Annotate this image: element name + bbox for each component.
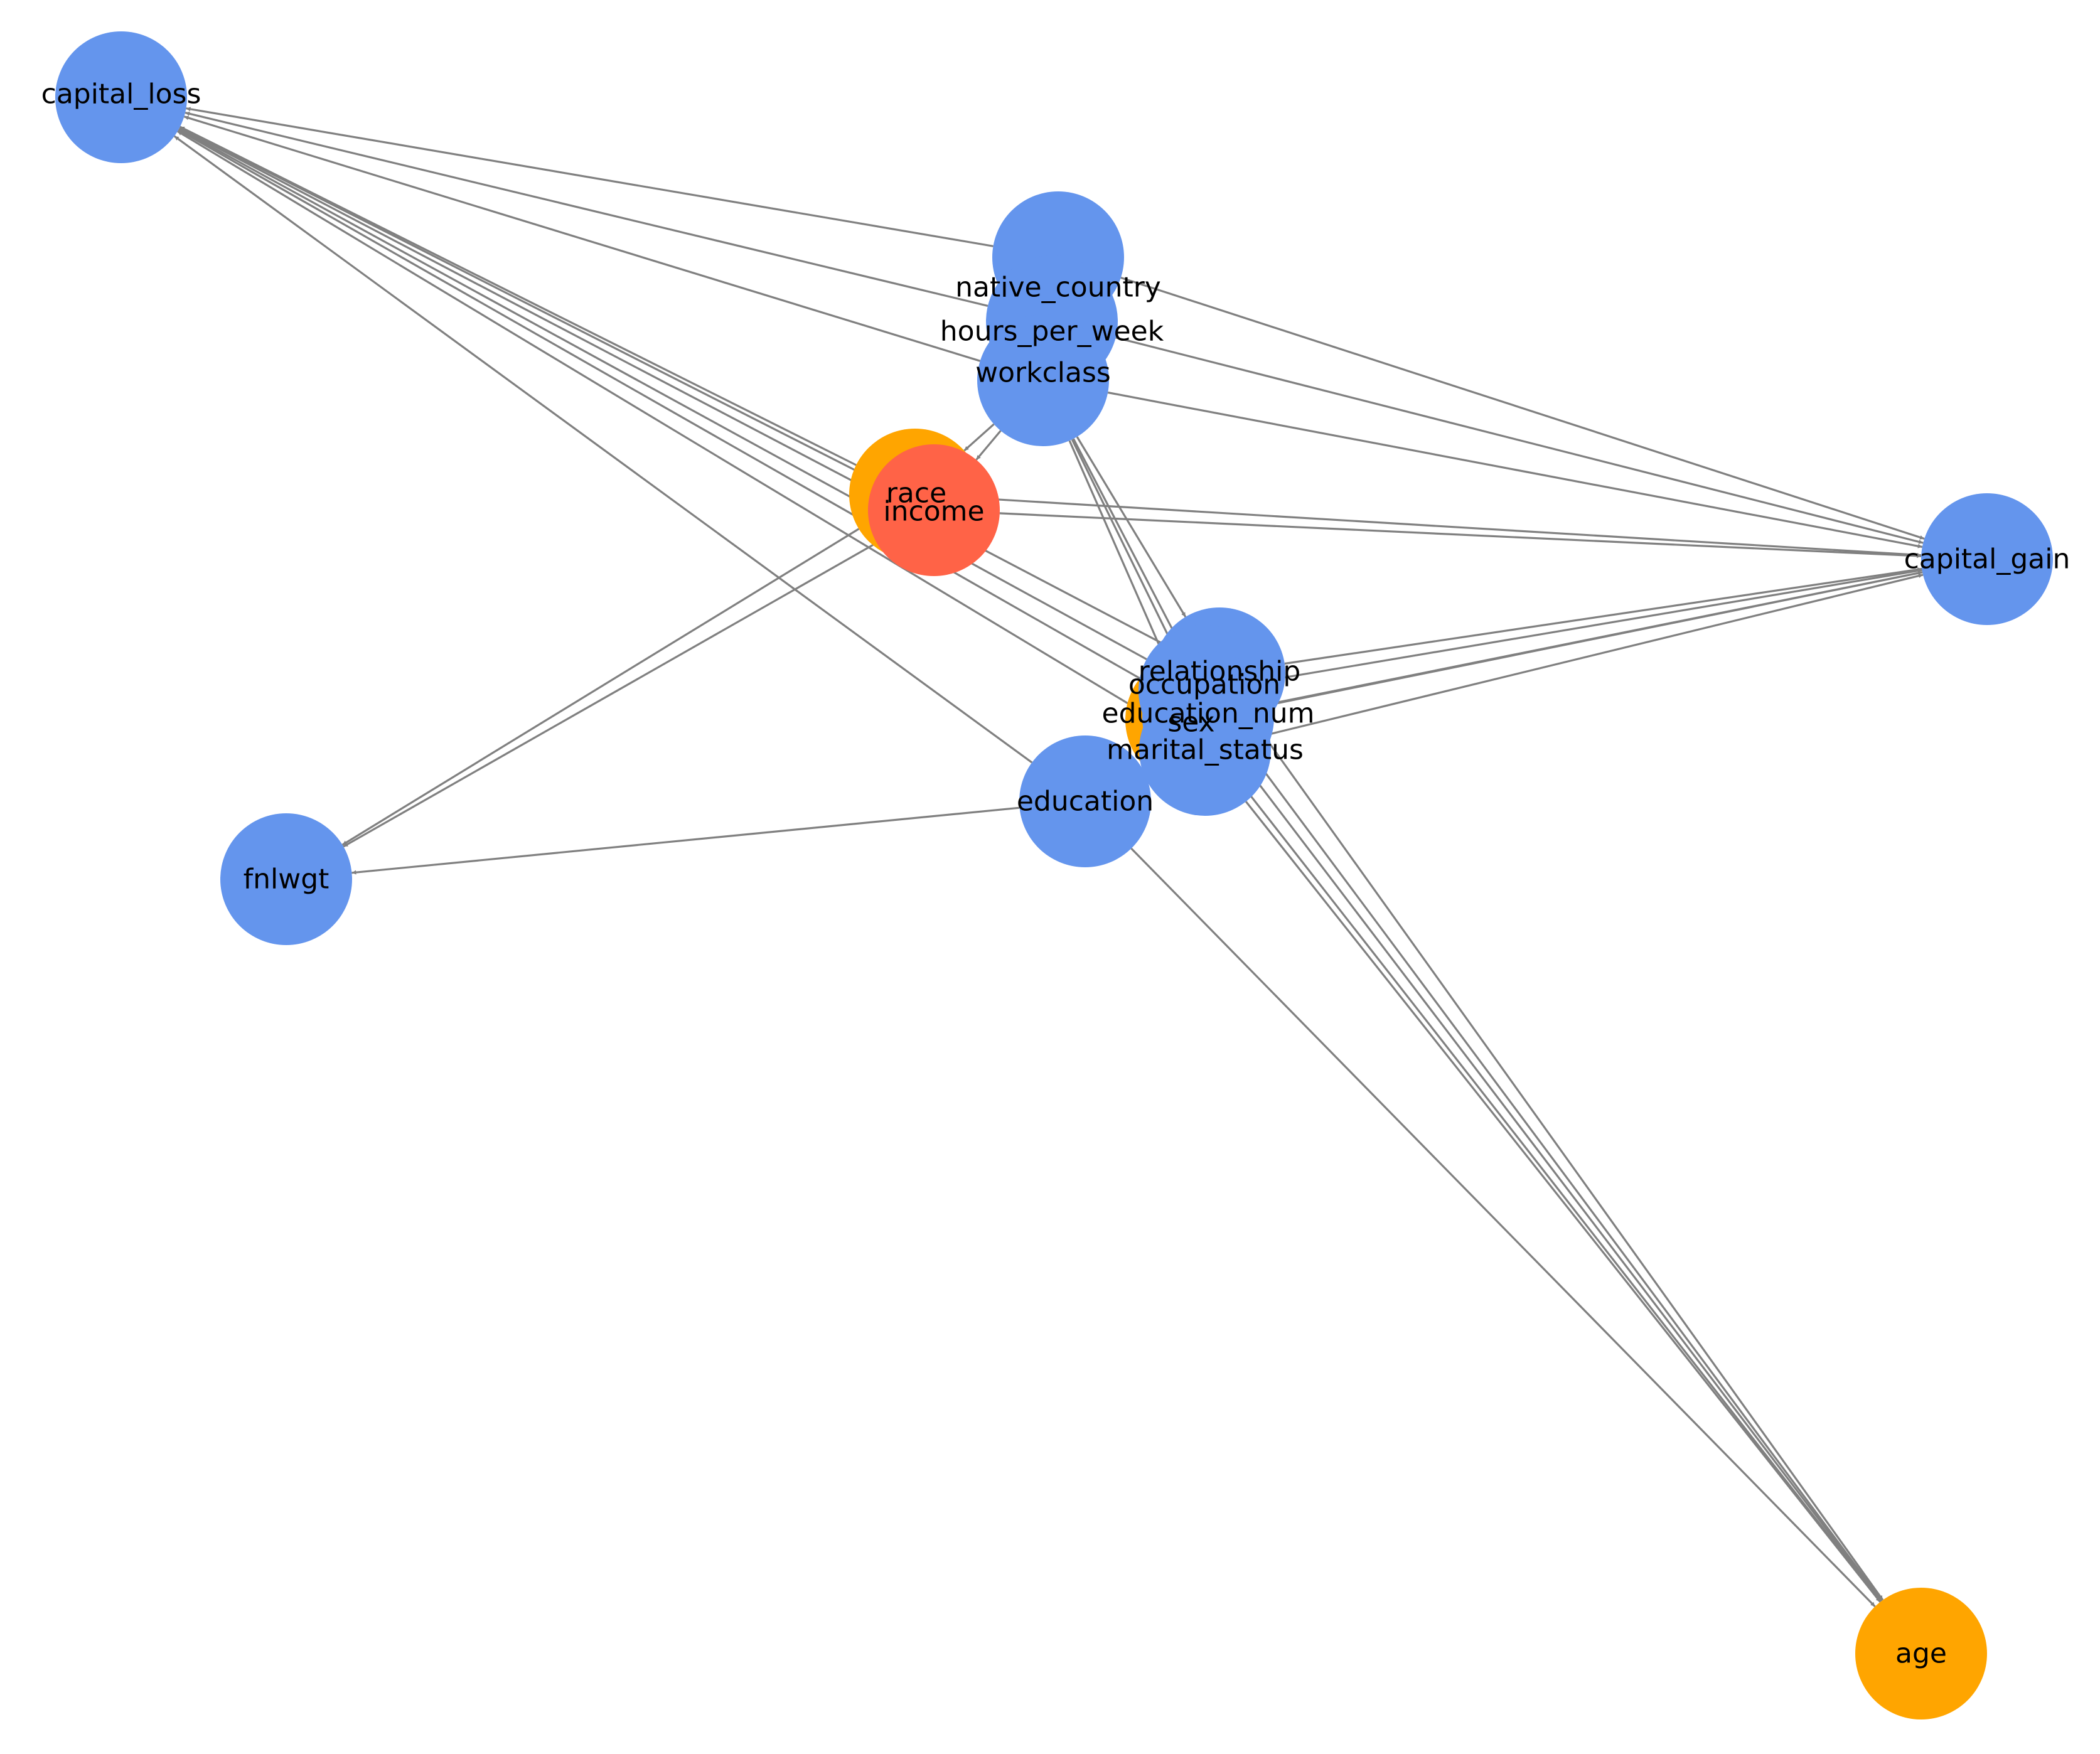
edge-education_num-to-age <box>1247 769 1882 1602</box>
edge-occupation-to-capital_loss <box>178 128 1147 660</box>
edge-sex-to-capital_gain <box>1255 570 1923 708</box>
node-label-workclass: workclass <box>975 357 1111 389</box>
node-fnlwgt[interactable] <box>220 813 352 945</box>
node-label-fnlwgt: fnlwgt <box>244 864 329 896</box>
node-label-hours_per_week: hours_per_week <box>940 316 1164 348</box>
edge-occupation-to-capital_gain <box>1269 569 1922 682</box>
edge-workclass-to-education_num <box>1071 439 1181 659</box>
edge-education-to-capital_loss <box>173 135 1033 764</box>
edge-workclass-to-race <box>963 423 995 452</box>
node-label-capital_gain: capital_gain <box>1904 543 2071 575</box>
edge-education-to-fnlwgt <box>351 806 1020 875</box>
edge-native_country-to-capital_gain <box>1120 276 1925 540</box>
node-label-sex: sex <box>1167 707 1214 739</box>
edge-native_country-to-capital_loss <box>186 107 994 247</box>
node-label-native_country: native_country <box>955 272 1161 304</box>
node-label-education_num: education_num <box>1102 698 1315 730</box>
edge-race-to-capital_loss <box>179 126 857 466</box>
edge-occupation-to-age <box>1243 743 1883 1602</box>
edge-workclass-to-capital_gain <box>1107 391 1923 548</box>
edge-income-to-capital_gain <box>999 512 1922 559</box>
edge-income-to-fnlwgt <box>343 542 877 848</box>
edge-workclass-to-occupation <box>1072 438 1176 633</box>
node-workclass[interactable] <box>977 314 1109 446</box>
node-label-education: education <box>1017 786 1154 818</box>
edge-income-to-capital_loss <box>179 126 876 481</box>
edge-race-to-capital_gain <box>980 497 1922 557</box>
node-label-marital_status: marital_status <box>1106 734 1304 766</box>
node-label-income: income <box>883 496 984 528</box>
edge-relationship-to-capital_loss <box>179 127 1162 644</box>
node-label-race: race <box>886 478 946 510</box>
edge-marital_status-to-age <box>1245 801 1882 1603</box>
edge-education_num-to-capital_loss <box>178 129 1152 686</box>
node-label-occupation: occupation <box>1128 669 1280 701</box>
node-income[interactable] <box>868 444 1000 576</box>
node-label-relationship: relationship <box>1138 656 1301 688</box>
node-label-age: age <box>1895 1638 1947 1670</box>
edge-marital_status-to-capital_gain <box>1268 574 1924 735</box>
edge-race-to-fnlwgt <box>341 528 860 846</box>
edge-hours_per_week-to-capital_gain <box>1115 336 1924 544</box>
edge-hours_per_week-to-capital_loss <box>185 111 988 307</box>
edge-relationship-to-age <box>1256 726 1884 1601</box>
node-education[interactable] <box>1019 735 1151 867</box>
edge-workclass-to-income <box>975 430 1002 461</box>
edge-workclass-to-relationship <box>1076 436 1187 618</box>
edge-workclass-to-capital_loss <box>183 115 981 362</box>
edges-layer <box>173 107 1925 1608</box>
node-capital_loss[interactable] <box>55 31 187 163</box>
edge-sex-to-age <box>1231 771 1882 1603</box>
edge-marital_status-to-capital_loss <box>177 130 1149 717</box>
node-age[interactable] <box>1855 1588 1987 1719</box>
node-label-capital_loss: capital_loss <box>41 78 201 110</box>
edge-relationship-to-capital_gain <box>1284 567 1922 665</box>
edge-education-to-age <box>1130 847 1876 1608</box>
node-capital_gain[interactable] <box>1921 493 2053 625</box>
node-marital_status[interactable] <box>1139 684 1271 816</box>
